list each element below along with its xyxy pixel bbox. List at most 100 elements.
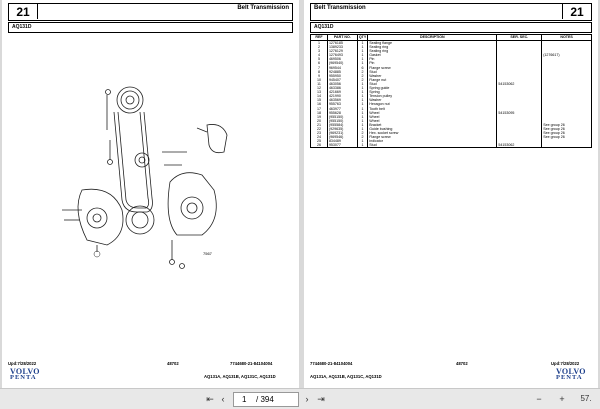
zoom-out-icon[interactable]: − — [536, 394, 542, 404]
table-cell — [541, 106, 592, 111]
table-cell — [541, 114, 592, 119]
table-cell: Tooth belt — [367, 106, 498, 111]
table-cell: Spring — [367, 90, 498, 95]
table-cell: 1 — [356, 98, 369, 103]
table-cell: See group 26 — [541, 126, 592, 132]
table-cell: 26 — [310, 143, 328, 149]
table-cell — [541, 81, 592, 87]
col-header-description: DESCRIPTION — [367, 34, 498, 41]
table-cell: Washer — [367, 98, 498, 103]
first-page-icon[interactable]: ⇤ — [206, 394, 214, 404]
volvo-penta-logo: VOLVO PENTA — [556, 367, 586, 381]
table-cell: See group 26 — [541, 122, 592, 127]
table-cell — [541, 102, 592, 107]
table-cell: Sealing ring — [367, 49, 498, 54]
table-cell: 2 — [356, 135, 369, 140]
table-cell: 1 — [356, 106, 369, 111]
zoom-in-icon[interactable]: + — [559, 394, 565, 404]
table-cell: 1 — [356, 110, 369, 115]
table-cell: Stud — [367, 143, 498, 149]
table-cell: 1 — [356, 40, 369, 46]
table-cell: 54153062 — [496, 143, 543, 149]
model-code: AQ131D — [8, 22, 293, 33]
parts-table: REF PART NO. QTY DESCRIPTION SER. SEC. N… — [310, 34, 592, 149]
table-cell: 2 — [356, 77, 369, 82]
table-cell: Hex. socket screw — [367, 131, 498, 136]
section-title: Belt Transmission — [237, 5, 289, 11]
table-cell — [541, 110, 592, 115]
table-cell — [541, 143, 592, 149]
viewer-toolbar: ⇤ ‹ 1 / 394 › ⇥ − + 57. — [0, 388, 600, 409]
prev-page-icon[interactable]: ‹ — [221, 394, 225, 404]
table-cell: See group 26 — [541, 131, 592, 136]
table-cell: Spring guide — [367, 86, 498, 91]
table-cell: Hexagon nut — [367, 102, 498, 107]
table-cell — [541, 86, 592, 91]
table-cell — [541, 40, 592, 46]
table-cell: 953077 — [326, 143, 358, 149]
table-cell: 1 — [356, 53, 369, 58]
footer-code: 48702 — [456, 361, 468, 366]
section-title: Belt Transmission — [314, 5, 366, 11]
table-cell: 2 — [356, 131, 369, 136]
table-cell: 1 — [356, 57, 369, 62]
table-cell — [541, 118, 592, 123]
table-cell — [541, 139, 592, 144]
table-cell: 1 — [356, 81, 369, 87]
page-number-input[interactable]: 1 / 394 — [233, 392, 299, 407]
volvo-penta-logo: VOLVO PENTA — [10, 367, 40, 381]
table-cell: Stud — [367, 81, 498, 87]
next-page-icon[interactable]: › — [305, 394, 309, 404]
table-cell: (1276617) — [541, 53, 592, 58]
left-page-header: 21 Belt Transmission — [8, 3, 293, 21]
table-cell — [541, 77, 592, 82]
table-cell: Flange screw — [367, 65, 498, 70]
table-cell: Wheel — [367, 110, 498, 115]
table-cell: Wheel — [367, 118, 498, 123]
table-cell: 1 — [356, 126, 369, 132]
table-cell: Gasket — [367, 53, 498, 58]
table-cell: See group 26 — [541, 135, 592, 140]
col-header-notes: NOTES — [541, 34, 592, 41]
right-page: Belt Transmission 21 AQ131D REF PART NO.… — [304, 0, 598, 388]
table-cell: Pin — [367, 61, 498, 66]
table-header-row: REF PART NO. QTY DESCRIPTION SER. SEC. N… — [310, 34, 592, 41]
table-cell: 1 — [356, 118, 369, 123]
col-header-qty: QTY — [356, 34, 369, 41]
table-cell: 1 — [356, 143, 369, 149]
table-cell: 6 — [356, 65, 369, 70]
table-cell: Flange nut — [367, 77, 498, 82]
table-cell — [541, 90, 592, 95]
table-cell: 1 — [356, 45, 369, 50]
table-cell: Stud — [367, 69, 498, 74]
table-cell: Flange screw — [367, 135, 498, 140]
table-cell: Guide bushing — [367, 126, 498, 132]
table-cell — [541, 45, 592, 50]
table-cell: Pin — [367, 57, 498, 62]
table-cell: 1 — [356, 139, 369, 144]
table-cell: 1 — [356, 94, 369, 99]
table-cell: 1 — [356, 102, 369, 107]
last-page-icon[interactable]: ⇥ — [317, 394, 325, 404]
table-cell: Tension pulley — [367, 94, 498, 99]
table-cell: 1 — [356, 49, 369, 54]
footer-date: Upd:7/28/2022 — [551, 361, 580, 366]
